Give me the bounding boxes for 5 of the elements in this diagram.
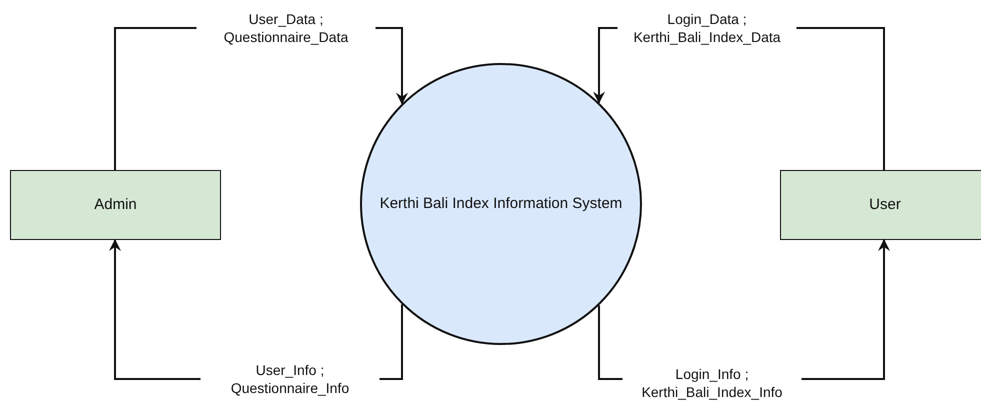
entity-label: Admin [94, 195, 137, 215]
entity-box [10, 170, 221, 240]
entity-box [780, 170, 981, 240]
process-label: Kerthi Bali Index Information System [380, 194, 622, 214]
entity-label: User [869, 195, 901, 215]
